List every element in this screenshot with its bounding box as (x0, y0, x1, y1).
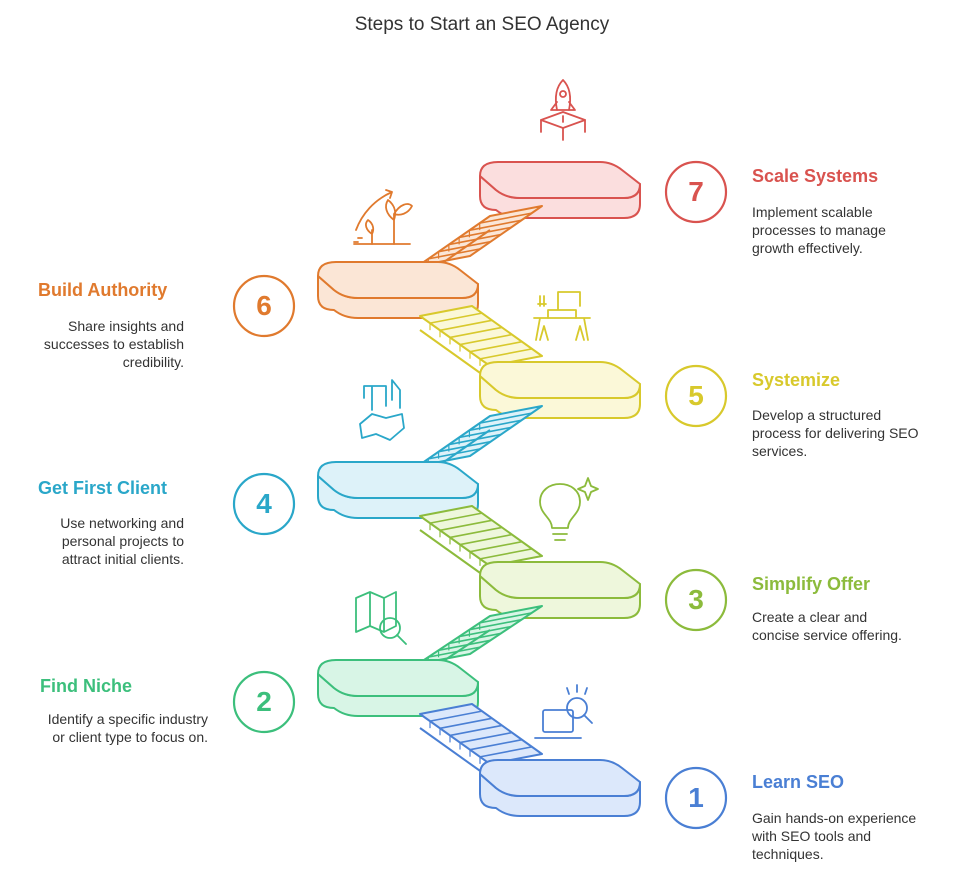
description-line: process for delivering SEO (752, 425, 919, 441)
step-6-stairs (419, 305, 543, 381)
step-2-stairs (419, 703, 543, 779)
step-7-title: Scale Systems (752, 166, 879, 186)
description-line: growth effectively. (752, 240, 863, 256)
description-line: with SEO tools and (752, 828, 872, 844)
step-6-description: Share insights and successes to establish… (20, 317, 184, 371)
step-3-title: Simplify Offer (752, 574, 871, 594)
description-line: credibility. (122, 354, 184, 370)
step-2-number-circle (232, 670, 296, 734)
step-1-number-circle (664, 766, 728, 830)
step-4-stairs (419, 505, 543, 581)
step-1-number: 1 (688, 782, 704, 813)
description-line: successes to establish (43, 336, 184, 352)
laptop-search-icon (534, 684, 593, 739)
description-line: techniques. (752, 846, 824, 862)
description-line: or client type to focus on. (52, 729, 208, 745)
description-line: Use networking and (60, 515, 184, 531)
step-2-description: Identify a specific industry or client ty… (10, 710, 208, 746)
step-1-title: Learn SEO (752, 772, 845, 792)
step-3-platform (479, 561, 641, 619)
step-7-number: 7 (688, 176, 704, 207)
step-6-number: 6 (256, 290, 272, 321)
sewing-machine-icon (533, 291, 591, 341)
step-7-description: Implement scalable processes to manage gro… (752, 203, 952, 257)
lightbulb-icon (539, 477, 599, 541)
description-line: Develop a structured (752, 407, 882, 423)
handshake-icon (359, 379, 405, 441)
description-line: attract initial clients. (61, 551, 184, 567)
diagram-title: Steps to Start an SEO Agency (354, 14, 610, 35)
step-4-description: Use networking and personal projects to at… (20, 514, 184, 568)
description-line: concise service offering. (752, 627, 902, 643)
step-1-platform (479, 759, 641, 817)
step-3-number: 3 (688, 584, 704, 615)
growth-plant-icon (353, 189, 413, 245)
step-4-number: 4 (256, 488, 272, 519)
step-5-title: Systemize (752, 370, 841, 390)
step-7-number-circle (664, 160, 728, 224)
description-line: Share insights and (68, 318, 184, 334)
step-6-number-circle (232, 274, 296, 338)
step-2-title: Find Niche (40, 676, 133, 696)
description-line: Identify a specific industry (47, 711, 208, 727)
step-3-description: Create a clear and concise service offeri… (752, 608, 952, 644)
step-2-number: 2 (256, 686, 272, 717)
step-5-stairs (417, 405, 543, 481)
description-line: Create a clear and (752, 609, 868, 625)
step-3-number-circle (664, 568, 728, 632)
description-line: personal projects to (61, 533, 184, 549)
step-6-title: Build Authority (38, 280, 168, 300)
step-5-number: 5 (688, 380, 704, 411)
step-5-platform (479, 361, 641, 419)
description-line: processes to manage (752, 222, 886, 238)
step-7-platform (479, 161, 641, 219)
description-line: services. (752, 443, 808, 459)
step-4-title: Get First Client (38, 478, 168, 498)
step-5-description: Develop a structured process for deliveri… (752, 406, 952, 460)
step-5-number-circle (664, 364, 728, 428)
description-line: Gain hands-on experience (752, 810, 917, 826)
step-1-description: Gain hands-on experience with SEO tools a… (752, 809, 952, 863)
rocket-icon (540, 79, 586, 141)
step-4-number-circle (232, 472, 296, 536)
description-line: Implement scalable (752, 204, 873, 220)
map-search-icon (355, 591, 407, 645)
